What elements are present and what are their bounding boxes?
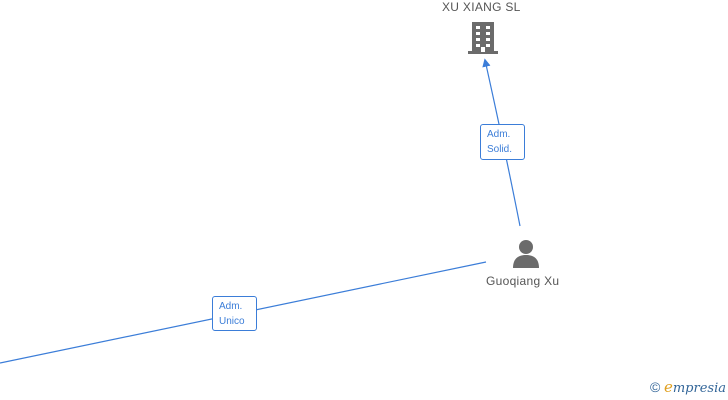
person-name[interactable]: Guoqiang Xu (486, 274, 560, 288)
brand-logo-text: mpresia (672, 381, 726, 396)
edge-label-line2: Solid. (487, 144, 513, 155)
copyright-icon: © (650, 379, 661, 395)
company-name[interactable]: XU XIANG SL (442, 0, 521, 14)
brand-footer: © empresia (650, 378, 726, 396)
building-icon[interactable] (466, 20, 500, 56)
brand-logo-initial: e (663, 378, 673, 396)
person-icon[interactable] (510, 238, 542, 270)
edge-label-line1: Adm. (487, 129, 511, 140)
edge-label-line2: Unico (219, 316, 245, 327)
edge-label-line1: Adm. (219, 301, 243, 312)
edge-label-adm-unico: Adm. Unico (212, 296, 257, 331)
edge-label-adm-solid: Adm. Solid. (480, 124, 525, 160)
